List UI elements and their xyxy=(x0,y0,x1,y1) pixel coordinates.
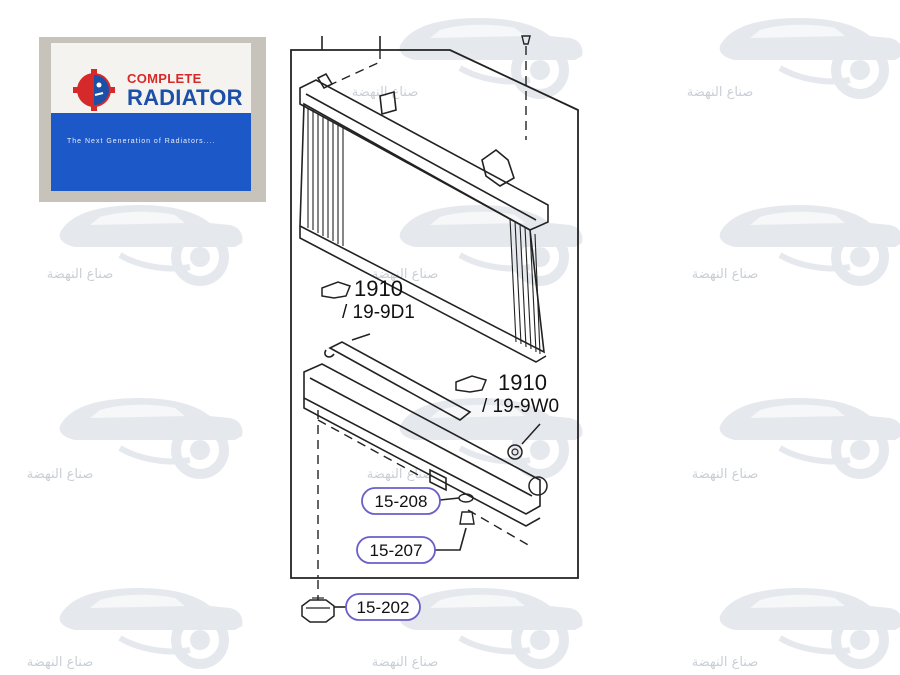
car-gear-watermark-icon xyxy=(400,18,583,94)
watermark-label: صناع النهضة xyxy=(27,655,94,670)
upper-hose-subcode: / 19-9D1 xyxy=(342,302,415,323)
part-label-15-207: 15-207 xyxy=(356,536,436,564)
hose-clamp-icon xyxy=(507,444,523,460)
watermark-label: صناع النهضة xyxy=(692,655,759,670)
part-number: 15-208 xyxy=(375,492,428,511)
gear-radiator-logo-icon xyxy=(73,69,115,111)
radiator-core xyxy=(299,72,549,363)
part-number: 15-202 xyxy=(357,598,410,617)
watermark-label: صناع النهضة xyxy=(27,467,94,482)
watermark-label: صناع النهضة xyxy=(692,267,759,282)
lower-hose-pipe xyxy=(324,333,472,421)
lower-tank xyxy=(303,363,548,527)
part-label-15-202: 15-202 xyxy=(345,593,421,621)
o-ring-icon xyxy=(458,493,474,503)
watermark-label: صناع النهضة xyxy=(352,85,419,100)
watermark-label: صناع النهضة xyxy=(372,655,439,670)
brand-logo-panel: The Next Generation of Radiators.... xyxy=(51,113,251,191)
part-number: 15-207 xyxy=(370,541,423,560)
lower-hose-callout: 1910 / 19-9W0 xyxy=(455,370,559,445)
diagram-frame xyxy=(290,49,579,579)
leader-line xyxy=(433,527,467,551)
leader-line xyxy=(317,419,421,477)
brand-line-2: RADIATOR xyxy=(127,85,243,110)
watermark-label: صناع النهضة xyxy=(47,267,114,282)
lower-hose-code: 1910 xyxy=(498,370,547,395)
car-gear-watermark-icon xyxy=(720,588,900,664)
brand-line-1: COMPLETE xyxy=(127,71,202,86)
lower-hose-subcode: / 19-9W0 xyxy=(482,396,559,417)
watermark-labels: صناع النهضة صناع النهضة صناع النهضة صناع… xyxy=(27,85,759,670)
leader-line xyxy=(331,50,381,85)
watermark-label: صناع النهضة xyxy=(367,467,434,482)
car-gear-watermark-icon xyxy=(720,398,900,474)
brand-logo-card: COMPLETE RADIATOR The Next Generation of… xyxy=(39,37,266,202)
leader-line xyxy=(439,497,460,501)
car-gear-watermark-icon xyxy=(60,398,243,474)
radiator-cap-icon xyxy=(301,597,335,623)
hose-icon xyxy=(455,375,488,393)
hose-icon xyxy=(321,281,351,299)
drain-bolt-icon xyxy=(521,35,531,45)
brand-tagline: The Next Generation of Radiators.... xyxy=(67,138,216,145)
car-gear-watermark-icon xyxy=(400,588,583,664)
brand-logo-header: COMPLETE RADIATOR xyxy=(51,43,251,113)
watermark-label: صناع النهضة xyxy=(687,85,754,100)
watermark-label: صناع النهضة xyxy=(692,467,759,482)
drain-plug-icon xyxy=(459,511,475,525)
leader-line xyxy=(467,509,531,547)
upper-hose-code: 1910 xyxy=(354,276,403,301)
car-gear-watermark-icon xyxy=(60,588,243,664)
upper-hose-callout: 1910 / 19-9D1 xyxy=(321,276,415,323)
car-gear-watermark-icon xyxy=(720,18,900,94)
part-label-15-208: 15-208 xyxy=(361,487,441,515)
